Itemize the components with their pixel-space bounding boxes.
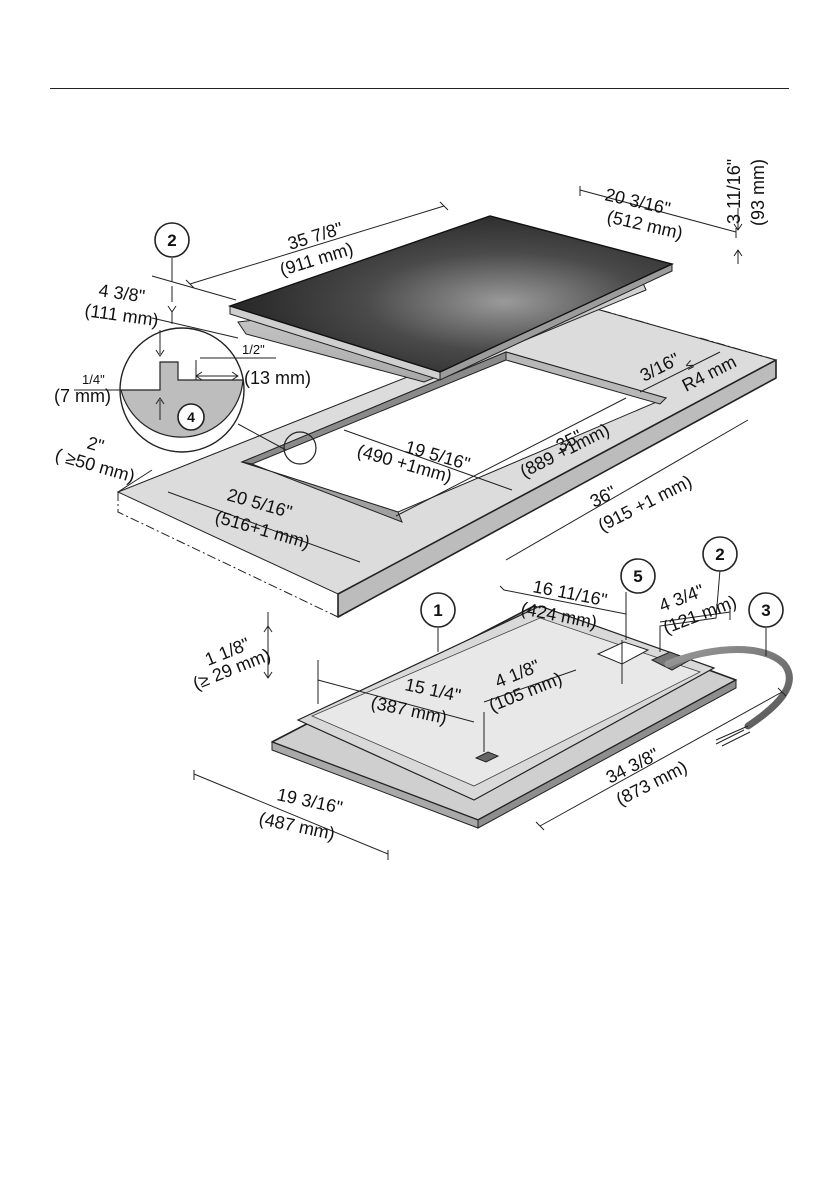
callout-4-detail: 4 [177, 403, 205, 431]
dim-detail-half-mm: (13 mm) [244, 368, 311, 388]
svg-text:2: 2 [715, 545, 724, 564]
dim-detail-quarter-in: 1/4" [82, 372, 105, 387]
callout-2-top: 2 [154, 222, 190, 258]
power-cable [664, 646, 793, 730]
dim-detail-half-in: 1/2" [242, 342, 265, 357]
countertop-extension-back [585, 305, 777, 361]
cooktop-glass-top [227, 215, 675, 373]
svg-text:2: 2 [167, 231, 176, 250]
edge-detail-profile [120, 361, 244, 438]
dim-front-margin-in: 2" [85, 433, 106, 457]
edge-detail-view [74, 327, 317, 465]
cooktop-underside-unit [271, 605, 793, 829]
header-rule [50, 88, 789, 89]
callout-3-cable: 3 [748, 592, 784, 628]
power-cable-ends [715, 725, 751, 747]
cutout-right-wall [505, 351, 667, 405]
dim-detail-quarter-mm: (7 mm) [54, 386, 111, 406]
cutout-left-wall [241, 461, 403, 523]
underside-housing-top [310, 617, 702, 787]
dim-height-in: 3 11/16" [724, 159, 744, 224]
edge-detail-ring [283, 431, 317, 465]
svg-text:4: 4 [187, 409, 195, 425]
dimension-lines [117, 186, 787, 860]
underside-flange-right [477, 679, 737, 829]
callout-2-cable: 2 [702, 536, 738, 572]
dim-height-mm: (93 mm) [748, 159, 768, 226]
callout-1-underside: 1 [420, 592, 456, 628]
cooktop-glass-unit [227, 215, 675, 383]
mounting-clip [474, 751, 500, 763]
electronics-module [596, 641, 650, 665]
countertop-front-face [337, 359, 777, 618]
svg-text:3: 3 [761, 601, 770, 620]
countertop-extension-left [117, 492, 339, 618]
callout-5-module: 5 [620, 558, 656, 594]
svg-text:1: 1 [433, 601, 442, 620]
callout-leaders [171, 258, 767, 656]
dim-edge-mm: (111 mm) [83, 300, 159, 330]
svg-text:5: 5 [633, 567, 642, 586]
